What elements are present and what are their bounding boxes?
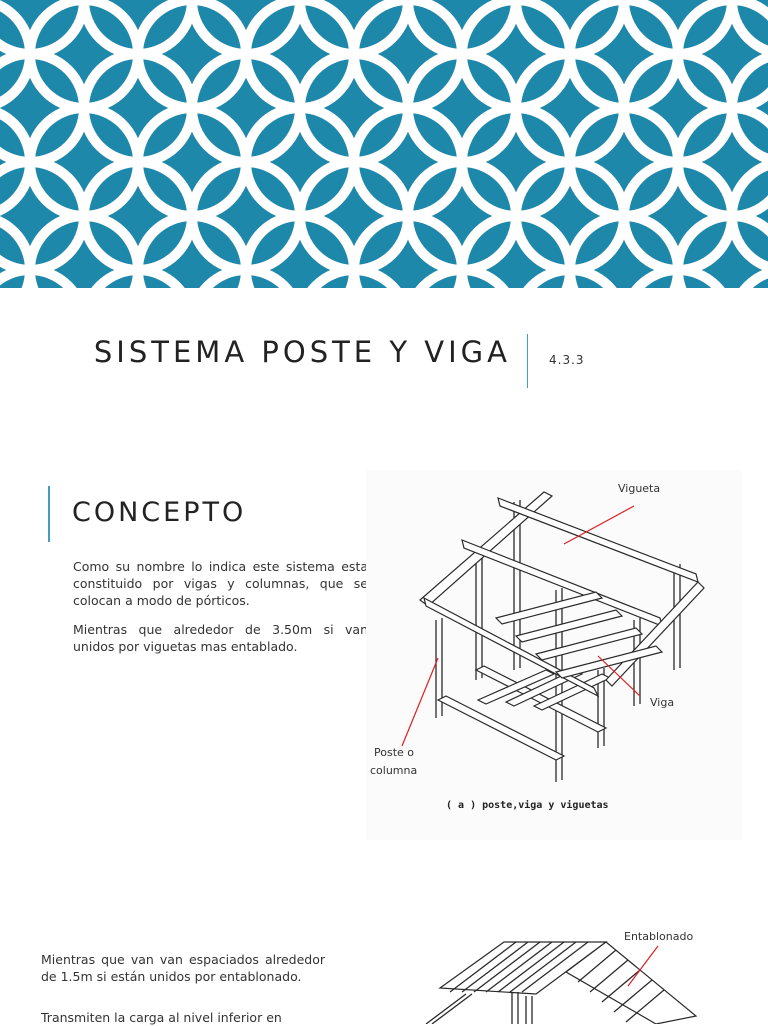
lower-paragraph-1: Mientras que van van espaciados alrededo…: [41, 952, 325, 984]
figure-a-caption: ( a ) poste,viga y viguetas: [446, 799, 609, 811]
poste-pointer: [401, 657, 439, 747]
vigueta-pointer: [563, 505, 635, 545]
lower-paragraph-2: Transmiten la carga al nivel inferior en: [41, 1010, 282, 1025]
vigueta-label: Vigueta: [618, 482, 660, 495]
roof-planking-drawing: Entablonado: [425, 930, 698, 1024]
poste-label-line2: columna: [370, 764, 417, 777]
concept-accent-bar: [48, 486, 50, 542]
entablonado-label: Entablonado: [624, 930, 693, 943]
viga-pointer: [597, 655, 641, 697]
entablonado-pointer: [627, 945, 659, 987]
concept-heading: CONCEPTO: [72, 497, 247, 528]
title-divider: [527, 334, 528, 388]
concept-paragraph-1: Como su nombre lo indica este sistema es…: [73, 559, 368, 608]
decorative-pattern-banner: [0, 0, 768, 288]
roof-linework: [425, 941, 698, 1024]
concept-paragraph-2: Mientras que alrededor de 3.50m si van u…: [73, 622, 368, 654]
frame-linework: [419, 491, 705, 782]
section-number: 4.3.3: [549, 353, 585, 367]
poste-label-line1: Poste o: [374, 746, 414, 759]
post-beam-frame-drawing: Vigueta Viga Poste o columna ( a ) poste…: [366, 470, 742, 840]
viga-label: Viga: [650, 696, 674, 709]
page-title: SISTEMA POSTE Y VIGA: [93, 335, 511, 369]
